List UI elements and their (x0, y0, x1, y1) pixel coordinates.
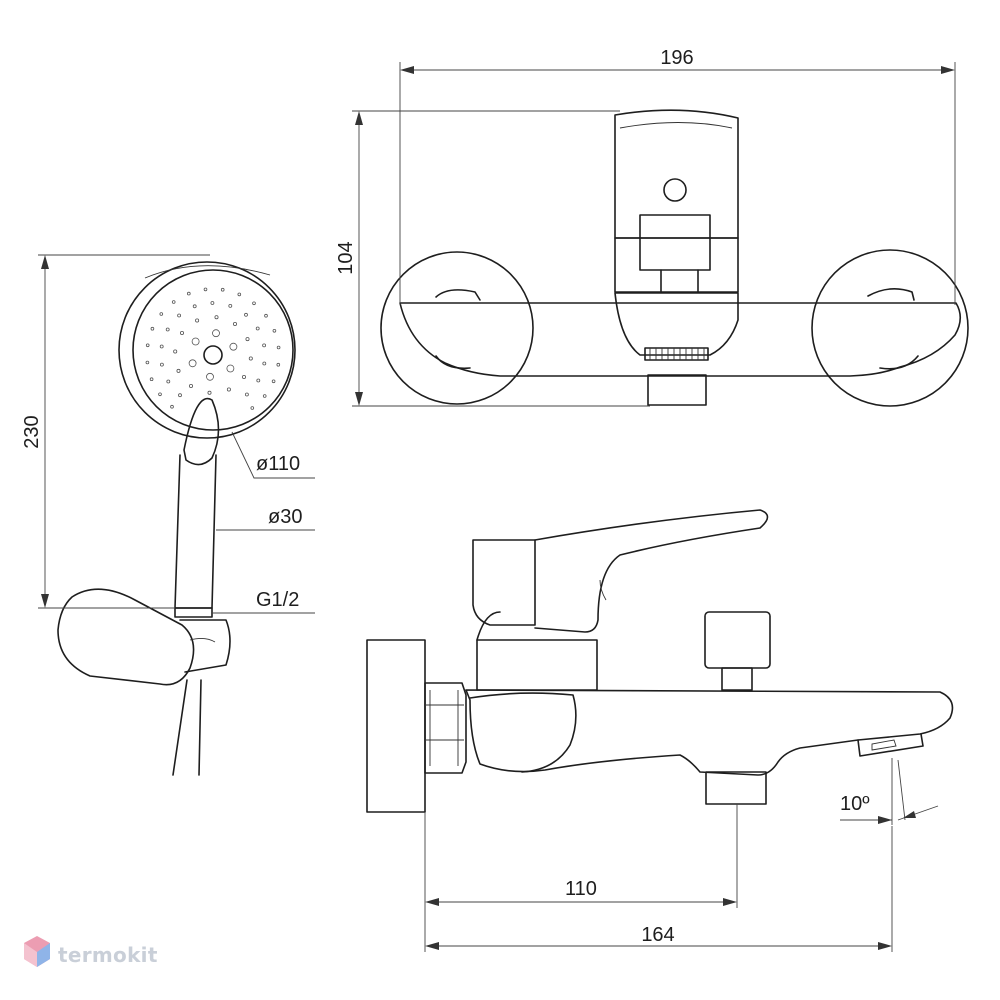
nozzle-dot (149, 377, 154, 382)
nozzle-dot (226, 387, 231, 392)
nozzle-dot (166, 379, 171, 384)
nozzle-dot (245, 337, 250, 342)
nozzle-dot (262, 343, 267, 348)
nozzle-dot (171, 300, 176, 304)
leader-thread: G1/2 (212, 589, 315, 614)
leader-diameter-110: ø110 (231, 431, 315, 479)
nozzle-dot (250, 406, 255, 410)
nozzle-dot (262, 361, 267, 366)
dimension-164: 164 (425, 826, 893, 952)
nozzle-dot (159, 362, 164, 367)
head-diameter-label: ø110 (256, 453, 300, 475)
nozzle-dot (158, 392, 162, 397)
nozzle-dot (188, 359, 197, 368)
nozzle-dot (272, 328, 277, 333)
dimension-angle: 10º (840, 758, 939, 825)
dimension-height-label: 104 (335, 241, 357, 274)
dimension-104: 104 (335, 110, 650, 407)
nozzle-dot (256, 378, 261, 383)
nozzle-dot (214, 315, 219, 320)
nozzle-dot (192, 304, 197, 309)
nozzle-dot (237, 292, 242, 297)
nozzle-dot (170, 404, 174, 409)
nozzle-dot (173, 349, 178, 354)
nozzle-dot (207, 390, 212, 395)
shower-head (118, 261, 296, 776)
nozzle-dot (178, 393, 182, 398)
dimension-230: 230 (21, 254, 210, 609)
nozzle-dot (177, 313, 182, 318)
nozzle-dot (262, 394, 267, 398)
nozzle-dot (150, 326, 155, 331)
nozzle-dot (176, 368, 181, 373)
nozzle-dot (203, 287, 208, 292)
handle-diameter-label: ø30 (268, 506, 302, 528)
dimension-width-label: 196 (660, 47, 693, 69)
nozzle-dot (212, 329, 220, 338)
nozzle-dot (229, 342, 238, 351)
nozzle-dot (252, 301, 256, 306)
spout-angle-label: 10º (840, 793, 870, 815)
dimension-196: 196 (399, 47, 956, 305)
top-view (380, 109, 969, 407)
nozzle-dot (264, 313, 268, 318)
nozzle-dot (271, 379, 276, 384)
nozzle-dot (195, 318, 200, 323)
nozzle-dot (244, 312, 248, 317)
leader-diameter-30: ø30 (216, 506, 315, 531)
wall-holder (57, 588, 231, 686)
nozzle-dot (187, 291, 191, 296)
nozzle-dot (206, 372, 214, 381)
nozzle-dot (255, 326, 260, 331)
nozzle-dot (191, 337, 200, 346)
nozzle-dot (244, 392, 249, 397)
nozzle-dot (226, 364, 235, 373)
nozzle-dot (145, 343, 150, 348)
outlet-offset-label: 110 (565, 878, 597, 900)
nozzle-dot (241, 374, 246, 379)
spout-reach-label: 164 (641, 924, 674, 946)
thread-label: G1/2 (256, 589, 299, 611)
dimension-shower-length-label: 230 (21, 415, 43, 448)
nozzle-dot (159, 312, 164, 316)
nozzle-dot (232, 321, 237, 326)
nozzle-dot (159, 344, 164, 349)
nozzle-dot (188, 383, 193, 388)
dimension-110: 110 (424, 804, 738, 952)
nozzle-pattern (145, 287, 281, 410)
nozzle-dot (220, 287, 225, 292)
nozzle-dot (276, 345, 281, 350)
nozzle-dot (145, 360, 150, 365)
nozzle-dot (210, 301, 215, 305)
nozzle-dot (165, 327, 170, 332)
side-view (366, 509, 954, 813)
brand-watermark: termokit (22, 934, 158, 975)
nozzle-dot (248, 356, 253, 361)
brand-name: termokit (58, 942, 158, 967)
hexagon-cube-icon (22, 934, 52, 975)
nozzle-dot (276, 362, 281, 367)
nozzle-dot (179, 330, 184, 335)
nozzle-dot (228, 303, 233, 308)
